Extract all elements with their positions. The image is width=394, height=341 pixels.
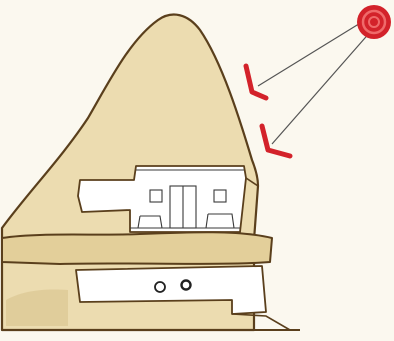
rock-ledge xyxy=(2,232,272,264)
sun-icon xyxy=(357,5,391,39)
